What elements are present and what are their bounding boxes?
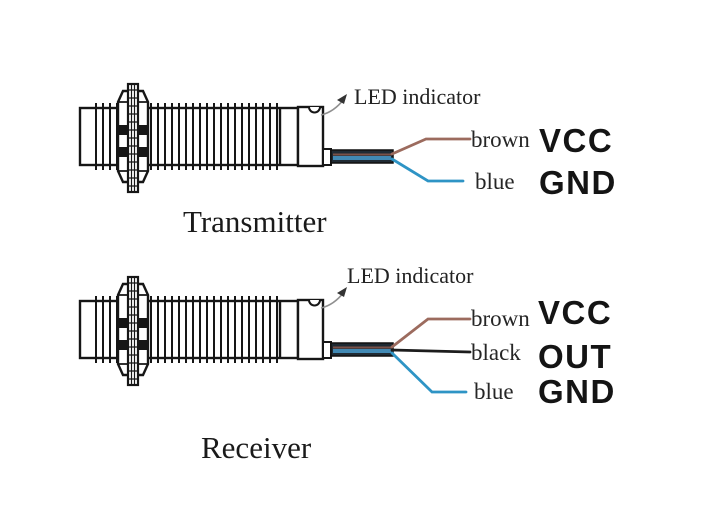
receiver-cap (296, 298, 325, 361)
transmitter-caption: Transmitter (183, 204, 327, 239)
receiver-caption: Receiver (201, 430, 312, 465)
transmitter-lock-plate-hatch (128, 89, 138, 187)
receiver-lock-plate-hatch (128, 282, 138, 380)
receiver-led-arrowhead (337, 287, 347, 297)
transmitter-led-label: LED indicator (354, 84, 481, 109)
receiver-pin-out: OUT (538, 338, 613, 375)
transmitter-led-arrowhead (337, 94, 347, 104)
receiver-wire-name-blue: blue (474, 379, 514, 404)
receiver-black-wire (390, 348, 472, 354)
receiver-brown-wire (390, 317, 472, 349)
transmitter-wire-name-brown: brown (471, 127, 530, 152)
transmitter-cap (296, 105, 325, 168)
transmitter-cable-blue-stripe (333, 156, 391, 160)
receiver-led-label: LED indicator (347, 263, 474, 288)
led-indicator-bump (308, 299, 321, 307)
receiver-cable-boot (322, 341, 332, 359)
receiver-cable-blue-stripe (333, 349, 391, 353)
transmitter-cable-boot (322, 148, 332, 166)
transmitter-sensor (78, 82, 472, 194)
receiver-sensor (78, 275, 472, 394)
receiver-pin-gnd: GND (538, 373, 616, 410)
receiver-barrel (78, 299, 300, 360)
transmitter-wire-name-blue: blue (475, 169, 515, 194)
transmitter-brown-wire (390, 137, 472, 156)
receiver-wire-name-brown: brown (471, 306, 530, 331)
transmitter-threads (95, 103, 278, 170)
led-indicator-bump (308, 106, 321, 114)
receiver-pin-vcc: VCC (538, 294, 613, 331)
transmitter-pin-gnd: GND (539, 164, 617, 201)
receiver-threads (95, 296, 278, 363)
receiver-blue-wire (390, 351, 468, 394)
transmitter-barrel (78, 106, 300, 167)
transmitter-blue-wire (390, 157, 465, 183)
receiver-wire-name-black: black (471, 340, 521, 365)
transmitter-pin-vcc: VCC (539, 122, 614, 159)
